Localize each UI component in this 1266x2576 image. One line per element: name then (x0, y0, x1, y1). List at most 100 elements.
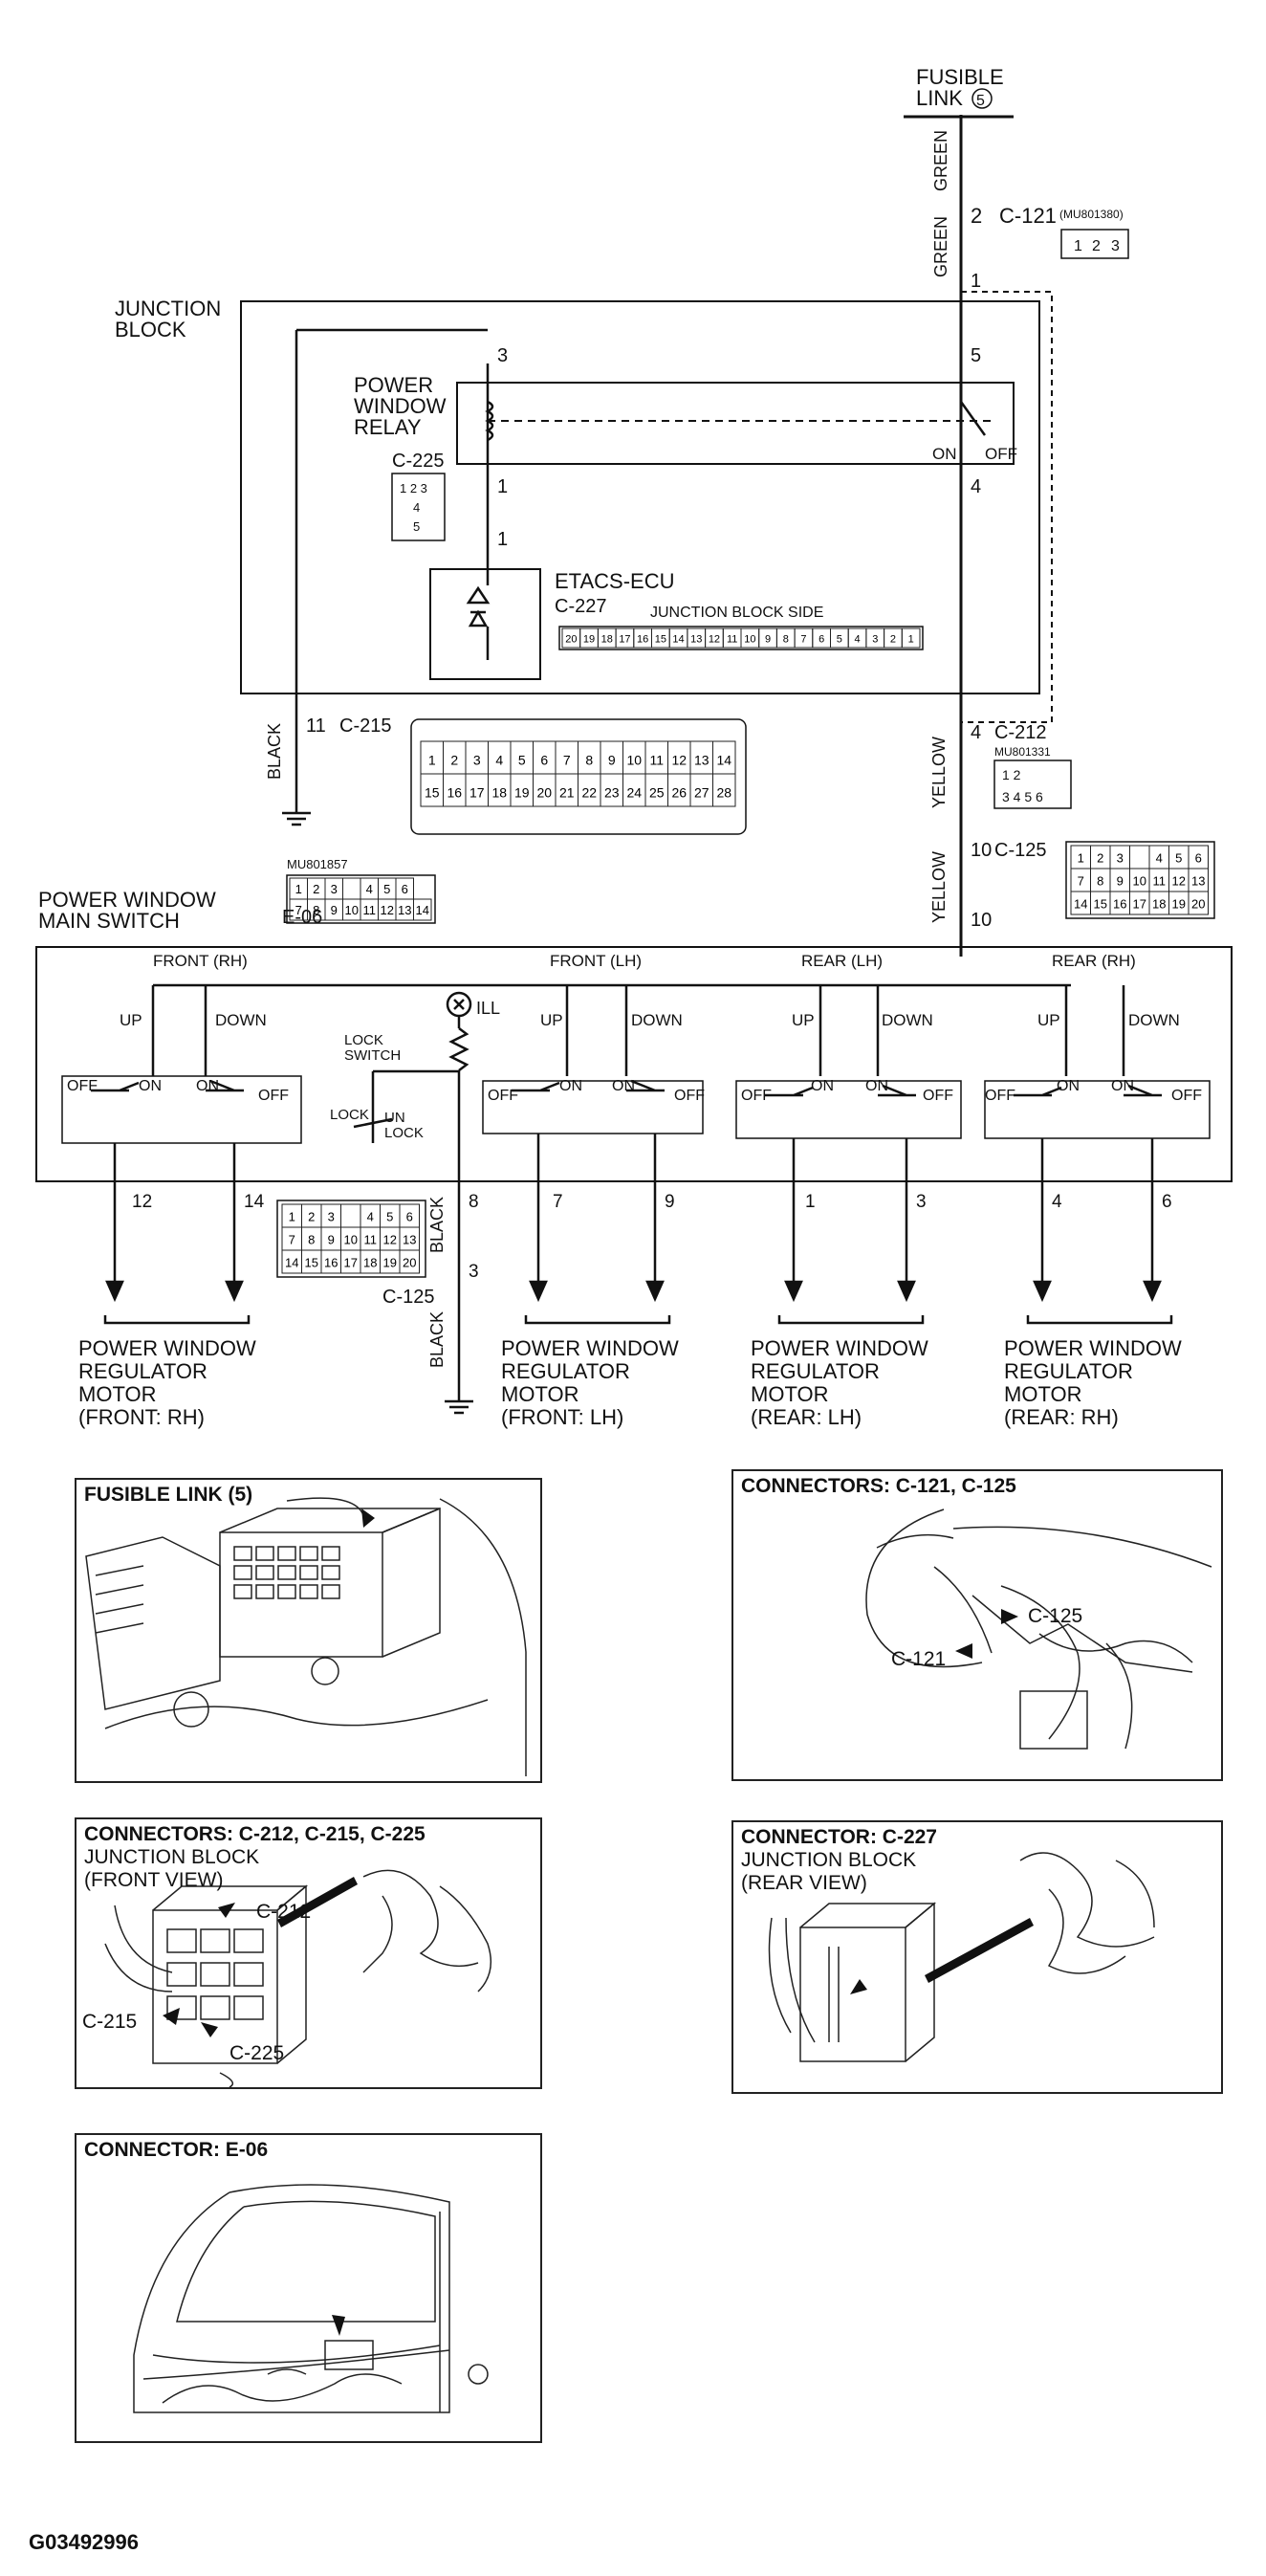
c125r-cell: 9 (1117, 873, 1124, 888)
on-1: ON (139, 1078, 162, 1094)
wire-color-black: BLACK (265, 723, 284, 780)
c227-cell: 4 (854, 633, 860, 645)
c125b-cell: 11 (364, 1232, 378, 1246)
etacs-side: JUNCTION BLOCK SIDE (650, 605, 823, 621)
c212-row2: 3 4 5 6 (1002, 789, 1043, 804)
c125b-cell: 3 (328, 1209, 335, 1223)
group-rear-lh: REAR (LH) (801, 952, 883, 970)
panel-c121-callout: C-121 (891, 1648, 947, 1670)
off-7: OFF (985, 1088, 1015, 1104)
fusible-link-number: 5 (976, 93, 985, 109)
panel-c121-c125-title: CONNECTORS: C-121, C-125 (741, 1475, 1016, 1497)
c215-cell: 22 (581, 784, 597, 800)
c125r-cell: 12 (1172, 873, 1186, 888)
c125b-cell: 13 (403, 1232, 416, 1246)
c125b-cell: 10 (344, 1232, 358, 1246)
c215-cell: 17 (469, 784, 485, 800)
c215-cell: 8 (585, 752, 593, 767)
c125b-cell-box (399, 1249, 420, 1274)
wire-color-black-3: BLACK (427, 1311, 447, 1368)
wire-color-green: GREEN (931, 130, 950, 191)
off-4: OFF (674, 1088, 705, 1104)
c215-cell: 6 (540, 752, 548, 767)
c121-part: (MU801380) (1059, 208, 1124, 221)
c125r-cell: 13 (1191, 873, 1205, 888)
c125b-cell: 5 (386, 1209, 393, 1223)
panel-c225-callout: C-225 (229, 2042, 285, 2064)
c215-label: C-215 (339, 716, 391, 737)
c227-cell: 19 (583, 633, 595, 645)
wire-color-green-2: GREEN (931, 216, 950, 277)
c215-cell: 27 (694, 784, 709, 800)
group-front-rh: FRONT (RH) (153, 952, 248, 970)
panel-c121-c125: CONNECTORS: C-121, C-125 C-125 C-121 (731, 1469, 1223, 1781)
c227-cell: 5 (837, 633, 842, 645)
c125b-cell: 4 (367, 1209, 374, 1223)
figure-code: G03492996 (29, 2530, 139, 2554)
on-4: ON (612, 1078, 635, 1094)
c125r-cell: 11 (1153, 873, 1167, 888)
c121-pin-1: 1 (971, 271, 981, 292)
c125r-cell: 7 (1078, 873, 1084, 888)
junction-front-illustration (104, 1869, 492, 2087)
pin-3-ground: 3 (469, 1262, 479, 1282)
c125b-cell: 8 (308, 1232, 315, 1246)
down-rear-rh: DOWN (1128, 1011, 1180, 1029)
c215-cell: 28 (716, 784, 731, 800)
c125r-cell: 2 (1097, 850, 1103, 865)
c125r-cell-box (1129, 845, 1150, 870)
c125b-cell: 9 (328, 1232, 335, 1246)
panel-fusible-title: FUSIBLE LINK (5) (84, 1484, 253, 1507)
c125-label: C-125 (994, 840, 1046, 861)
panel-e06-title: CONNECTOR: E-06 (84, 2139, 269, 2161)
panel-c212: CONNECTORS: C-212, C-215, C-225 JUNCTION… (75, 1817, 542, 2089)
e06-cell: 9 (331, 903, 338, 917)
c125r-cell: 19 (1172, 896, 1186, 911)
wire-color-black-2: BLACK (427, 1197, 447, 1253)
off-8: OFF (1171, 1088, 1202, 1104)
junction-rear-illustration (768, 1852, 1155, 2062)
c215-cell: 26 (671, 784, 687, 800)
c125b-cell: 16 (324, 1255, 338, 1269)
c215-cell: 16 (447, 784, 462, 800)
c125r-cell-box (1188, 891, 1209, 915)
c227-cell: 1 (908, 633, 914, 645)
c215-cell: 20 (536, 784, 552, 800)
pin-4: 4 (1052, 1192, 1062, 1212)
c225-cell-5: 5 (413, 519, 420, 534)
e06-cell-box (413, 898, 432, 921)
c225-cell-4: 4 (413, 500, 420, 515)
c125r-cell: 16 (1113, 896, 1126, 911)
c125b-cell: 1 (289, 1209, 295, 1223)
c215-cell: 4 (495, 752, 503, 767)
c125b-cell: 12 (383, 1232, 397, 1246)
off-3: OFF (488, 1088, 518, 1104)
c227-cell: 12 (709, 633, 720, 645)
c215-cell-box (712, 773, 736, 807)
panel-fusible-link: FUSIBLE LINK (5) (75, 1478, 542, 1783)
panel-c212-sub: JUNCTION BLOCK (FRONT VIEW) (84, 1846, 260, 1891)
c215-cell: 9 (608, 752, 616, 767)
c212-pin: 4 (971, 722, 981, 743)
on-3: ON (559, 1078, 582, 1094)
c227-cell: 10 (744, 633, 755, 645)
on-5: ON (811, 1078, 834, 1094)
c215-cell: 15 (425, 784, 440, 800)
c227-cell: 13 (690, 633, 702, 645)
c227-cell: 17 (619, 633, 630, 645)
c227-cell: 11 (727, 633, 737, 645)
e06-label: E-06 (282, 907, 322, 928)
dashboard-illustration (865, 1508, 1212, 1750)
c125b-cell: 19 (383, 1255, 397, 1269)
pin-14: 14 (244, 1192, 265, 1212)
c215-cell: 24 (626, 784, 642, 800)
c121-cell-2: 2 (1092, 238, 1101, 254)
relay-pin-1: 1 (497, 476, 508, 497)
c125b-cell: 7 (289, 1232, 295, 1246)
